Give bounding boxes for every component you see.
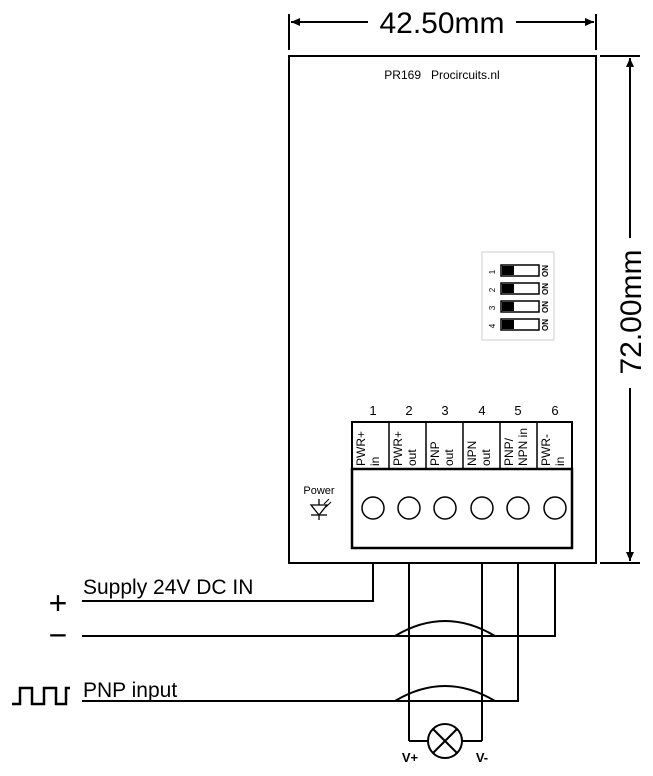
wire-supply-negative [82,564,556,637]
svg-text:ON: ON [541,283,550,295]
terminal-numbers: 1 2 3 4 5 6 [369,403,558,418]
lamp-icon [427,723,463,759]
svg-text:NPN in: NPN in [516,428,530,466]
terminal-number-2: 2 [405,403,412,418]
svg-text:3: 3 [488,305,497,310]
svg-text:ON: ON [541,301,550,313]
minus-symbol: − [49,617,68,653]
svg-text:NPN: NPN [465,441,479,466]
svg-text:ON: ON [541,319,550,331]
terminal-labels: PWR+ in PWR+ out PNP out NPN out PNP/ NP… [351,421,573,470]
svg-text:1: 1 [488,269,497,274]
wire-supply-positive [82,564,374,602]
terminal-screw-6 [543,496,567,520]
load-v-plus-label: V+ [402,750,419,765]
dip-switch: 1 ON 2 ON 3 ON 4 ON [481,251,555,341]
dip-position-1: 1 ON [488,264,550,277]
terminal-screw-1 [361,496,385,520]
terminal-block [350,467,574,550]
svg-text:PWR-: PWR- [539,434,553,466]
svg-text:PWR+: PWR+ [354,431,368,466]
crossover-negative [394,620,496,637]
svg-text:PWR+: PWR+ [391,431,405,466]
svg-text:out: out [405,449,419,466]
terminal-screw-5 [506,496,530,520]
svg-text:4: 4 [488,323,497,328]
supply-label: Supply 24V DC IN [83,576,253,599]
power-led: Power [303,485,335,520]
dip-position-2: 2 ON [488,282,550,295]
width-label: 42.50mm [379,7,504,40]
svg-text:PNP/: PNP/ [502,437,516,466]
svg-text:in: in [553,457,567,466]
terminal-number-4: 4 [478,403,485,418]
terminal-screw-4 [470,496,494,520]
input-label: PNP input [83,679,177,702]
terminal-screw-3 [433,496,457,520]
led-icon [309,498,332,520]
terminal-number-3: 3 [441,403,448,418]
plus-symbol: + [49,585,68,621]
terminal-number-1: 1 [369,403,376,418]
terminal-screw-2 [397,496,421,520]
terminal-number-5: 5 [514,403,521,418]
svg-text:2: 2 [488,287,497,292]
svg-text:out: out [442,449,456,466]
terminal-label-4: NPN out [465,441,493,466]
dip-position-3: 3 ON [488,300,550,313]
svg-text:in: in [368,457,382,466]
height-label: 72.00mm [615,249,648,374]
crossover-input [394,685,496,702]
power-led-label: Power [303,485,335,497]
terminal-label-2: PWR+ out [391,431,419,466]
svg-text:ON: ON [541,265,550,277]
terminal-label-6: PWR- in [539,434,567,466]
terminal-label-5: PNP/ NPN in [502,428,530,466]
width-dimension: 42.50mm [288,7,597,50]
wiring [82,564,556,742]
svg-text:out: out [479,449,493,466]
terminal-number-6: 6 [551,403,558,418]
wire-pnp-input [82,564,519,702]
board-label: PR169 Procircuits.nl [384,68,499,82]
load-v-minus-label: V- [476,750,488,765]
terminal-label-3: PNP out [428,441,456,466]
height-dimension: 72.00mm [600,55,648,564]
terminal-label-1: PWR+ in [354,431,382,466]
pulse-signal-icon [12,686,70,706]
svg-text:PNP: PNP [428,441,442,466]
dip-position-4: 4 ON [488,318,550,331]
